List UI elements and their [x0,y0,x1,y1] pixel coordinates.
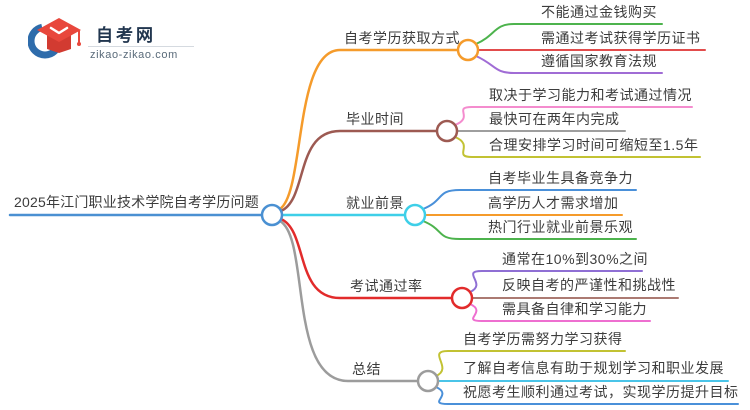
branch-5-node-circle [416,369,440,393]
branch-4-label[interactable]: 考试通过率 [350,278,423,294]
edge-branch-3-leaf-3 [422,220,637,240]
branch-3-label[interactable]: 就业前景 [346,195,404,211]
graduation-cap-icon [28,18,81,59]
branch-1-node-circle [456,38,480,62]
edge-branch-1 [278,48,460,211]
edge-branch-5 [278,219,420,383]
branch-3-leaf-1-label[interactable]: 自考毕业生具备竞争力 [488,170,633,186]
root-node-circle [260,203,284,227]
branch-3-leaf-3-label[interactable]: 热门行业就业前景乐观 [488,219,633,235]
branch-5-leaf-2-label[interactable]: 了解自考信息有助于规划学习和职业发展 [463,360,724,376]
root-topic-label[interactable]: 2025年江门职业技术学院自考学历问题 [14,194,259,210]
edge-branch-2 [279,129,439,213]
edge-branch-4-leaf-1 [469,270,643,293]
branch-5-leaf-3-label[interactable]: 祝愿考生顺利通过考试，实现学历提升目标 [463,384,739,400]
branch-2-leaf-1-label[interactable]: 取决于学习能力和考试通过情况 [489,87,692,103]
edge-branch-4 [279,217,454,300]
branch-1-leaf-1-label[interactable]: 不能通过金钱购买 [541,4,657,20]
branch-1-leaf-2-label[interactable]: 需通过考试获得学历证书 [541,30,701,46]
edge-branch-1-leaf-1 [475,23,663,45]
branch-3-node-circle [403,203,427,227]
logo-divider [88,46,194,47]
edge-branch-1-leaf-3 [475,55,663,74]
branch-5-leaf-1-label[interactable]: 自考学历需努力学习获得 [463,331,623,347]
branch-2-leaf-3-label[interactable]: 合理安排学习时间可缩短至1.5年 [489,137,699,153]
branch-4-leaf-2-label[interactable]: 反映自考的严谨性和挑战性 [502,277,676,293]
edge-branch-2-leaf-1 [454,106,693,126]
branch-4-leaf-3-label[interactable]: 需具备自律和学习能力 [502,301,647,317]
branch-3-leaf-2-label[interactable]: 高学历人才需求增加 [488,195,619,211]
branch-4-node-circle [450,286,474,310]
branch-1-label[interactable]: 自考学历获取方式 [344,30,460,46]
edge-branch-4-leaf-3 [469,303,651,322]
branch-5-label[interactable]: 总结 [352,361,381,377]
edge-branch-5-leaf-1 [435,350,626,377]
branch-2-leaf-2-label[interactable]: 最快可在两年内完成 [489,111,620,127]
branch-4-leaf-1-label[interactable]: 通常在10%到30%之间 [502,251,649,267]
branch-2-label[interactable]: 毕业时间 [346,111,404,127]
site-logo: 自考网 zikao-zikao.com [0,0,220,70]
branch-2-node-circle [435,119,459,143]
edge-branch-3-leaf-1 [422,189,637,210]
site-name: 自考网 [96,26,156,45]
branch-1-leaf-3-label[interactable]: 遵循国家教育法规 [541,53,657,69]
edge-branch-5-leaf-3 [435,386,739,405]
site-url: zikao-zikao.com [90,49,178,61]
edge-branch-2-leaf-3 [454,136,701,158]
